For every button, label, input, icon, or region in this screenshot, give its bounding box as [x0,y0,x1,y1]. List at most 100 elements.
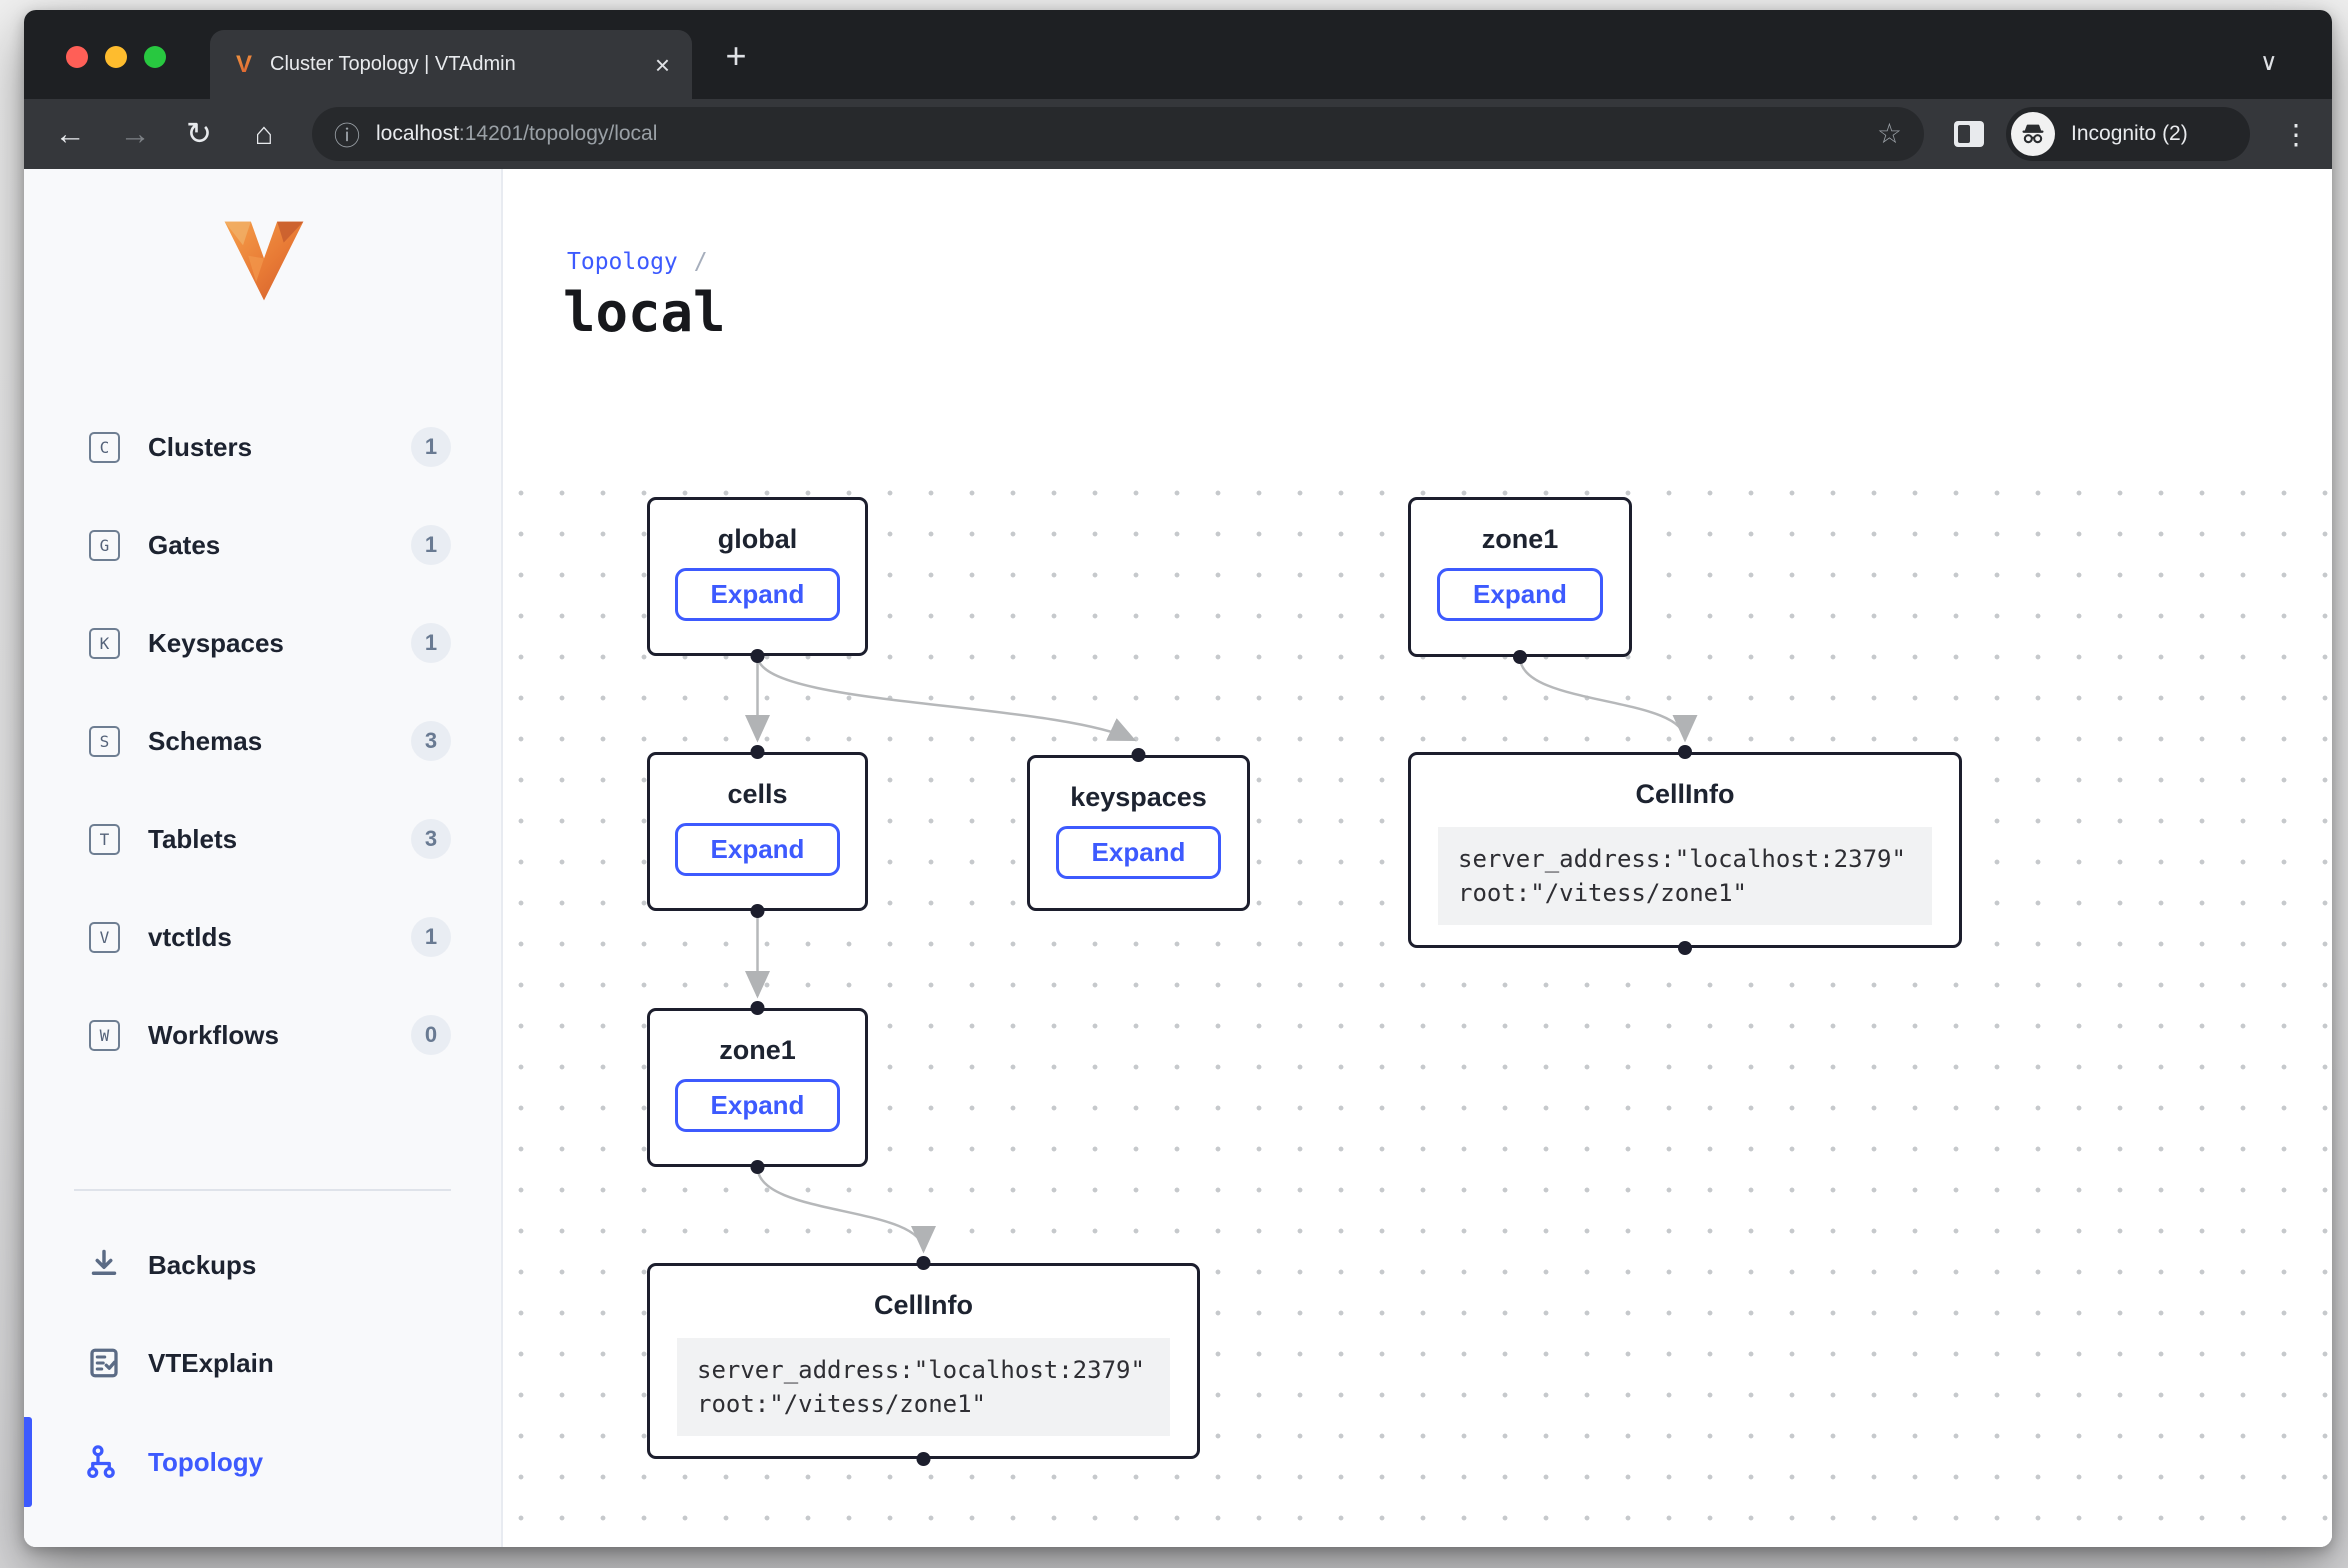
url-path: :14201/topology/local [458,122,658,145]
reload-icon[interactable]: ↻ [186,116,212,151]
browser-toolbar: ← → ↻ ⌂ ⓘ localhost:14201/topology/local… [24,99,2332,169]
sidebar-item-label: Backups [148,1249,257,1280]
graph-node-cellinfo-left: CellInfo server_address:"localhost:2379"… [647,1263,1200,1459]
sidebar-item-label: Tablets [148,823,238,854]
code-line: root:"/vitess/zone1" [1458,879,1747,907]
side-panel-icon[interactable] [1954,121,1984,147]
download-icon [91,1249,117,1275]
vtctlds-icon: V [89,921,120,953]
back-icon[interactable]: ← [54,116,86,151]
sidebar-item-label: Schemas [148,725,263,756]
count-badge: 1 [411,525,451,565]
graph-node-cells: cells Expand [647,752,868,911]
workflows-icon: W [89,1019,120,1051]
node-title: zone1 [1481,524,1559,554]
sidebar-item-vtexplain[interactable]: VTExplain [24,1330,501,1396]
cellinfo-code: server_address:"localhost:2379" root:"/vi… [1438,827,1932,925]
cellinfo-code: server_address:"localhost:2379" root:"/vi… [677,1338,1170,1436]
topology-icon [87,1445,115,1479]
sidebar-item-backups[interactable]: Backups [24,1232,501,1298]
schemas-icon: S [89,725,120,757]
gates-icon: G [89,529,120,561]
graph-node-zone1-left: zone1 Expand [647,1008,868,1167]
main-content: Topology / local global Expand zone1 Exp… [505,169,2332,1547]
node-title: keyspaces [1070,782,1207,812]
url-host: localhost [376,122,459,145]
new-tab-button[interactable]: + [725,35,747,76]
active-item-indicator [24,1417,32,1507]
sidebar-item-label: Gates [148,529,221,560]
sidebar: C Clusters 1 G Gates 1 K Keyspaces 1 S S… [24,169,503,1547]
incognito-chip[interactable]: Incognito (2) [2006,107,2250,161]
browser-tab[interactable]: V Cluster Topology | VTAdmin × [210,30,692,99]
sidebar-item-label: VTExplain [148,1347,274,1378]
incognito-icon [2011,112,2055,156]
tab-title: Cluster Topology | VTAdmin [270,53,516,75]
code-line: server_address:"localhost:2379" [1458,845,1906,873]
expand-button[interactable]: Expand [1055,826,1222,880]
sidebar-item-vtctlds[interactable]: V vtctlds 1 [24,904,501,970]
sidebar-item-label: Topology [148,1446,264,1477]
node-title: global [717,524,798,554]
tab-strip: V Cluster Topology | VTAdmin × + ∨ [24,10,2332,99]
expand-button[interactable]: Expand [674,1079,841,1133]
count-badge: 1 [411,917,451,957]
sidebar-item-keyspaces[interactable]: K Keyspaces 1 [24,610,501,676]
node-title: CellInfo [1635,779,1735,809]
document-check-icon [90,1348,118,1378]
graph-node-global: global Expand [647,497,868,656]
expand-button[interactable]: Expand [674,823,841,877]
code-line: root:"/vitess/zone1" [697,1390,986,1418]
url-text: localhost:14201/topology/local [376,122,657,146]
code-line: server_address:"localhost:2379" [697,1356,1145,1384]
forward-icon[interactable]: → [119,116,151,151]
sidebar-item-tablets[interactable]: T Tablets 3 [24,806,501,872]
url-bar[interactable]: ⓘ localhost:14201/topology/local ☆ [312,107,1924,161]
sidebar-item-label: Keyspaces [148,627,284,658]
sidebar-item-label: Workflows [148,1019,279,1050]
sidebar-item-schemas[interactable]: S Schemas 3 [24,708,501,774]
expand-button[interactable]: Expand [1437,568,1603,622]
count-badge: 1 [411,623,451,663]
breadcrumb: Topology / [567,249,708,275]
page-title: local [563,281,726,344]
node-title: CellInfo [874,1290,973,1320]
graph-node-zone1-right: zone1 Expand [1408,497,1632,657]
incognito-label: Incognito (2) [2071,122,2188,145]
browser-menu-icon[interactable]: ⋮ [2282,118,2310,150]
site-info-icon[interactable]: ⓘ [334,120,361,151]
tab-search-chevron-icon[interactable]: ∨ [2260,49,2278,76]
vitess-logo[interactable] [222,219,306,303]
vtadmin-page: C Clusters 1 G Gates 1 K Keyspaces 1 S S… [24,169,2332,1547]
traffic-light-zoom[interactable] [144,46,166,68]
side-panel-icon-inner [1958,125,1970,143]
traffic-light-minimize[interactable] [105,46,127,68]
sidebar-item-topology[interactable]: Topology [24,1429,501,1495]
sidebar-item-workflows[interactable]: W Workflows 0 [24,1002,501,1068]
count-badge: 3 [411,721,451,761]
browser-window: V Cluster Topology | VTAdmin × + ∨ ← → ↻… [24,10,2332,1547]
count-badge: 3 [411,819,451,859]
tablets-icon: T [89,823,120,855]
breadcrumb-topology-link[interactable]: Topology [567,249,678,275]
count-badge: 1 [411,427,451,467]
keyspaces-icon: K [89,627,120,659]
traffic-light-close[interactable] [66,46,88,68]
graph-node-cellinfo-right: CellInfo server_address:"localhost:2379"… [1408,752,1962,948]
breadcrumb-separator: / [693,249,708,275]
bookmark-star-icon[interactable]: ☆ [1876,118,1902,149]
graph-node-keyspaces: keyspaces Expand [1027,755,1250,911]
node-title: zone1 [719,1035,796,1065]
count-badge: 0 [411,1015,451,1055]
expand-button[interactable]: Expand [674,568,841,622]
sidebar-divider [74,1189,451,1191]
home-icon[interactable]: ⌂ [254,116,274,151]
vitess-favicon-icon: V [236,50,253,78]
sidebar-item-label: vtctlds [148,921,232,952]
sidebar-item-clusters[interactable]: C Clusters 1 [24,414,501,480]
tab-close-icon[interactable]: × [654,49,670,80]
clusters-icon: C [89,431,120,463]
sidebar-item-gates[interactable]: G Gates 1 [24,512,501,578]
sidebar-item-label: Clusters [148,431,253,462]
node-title: cells [727,779,788,809]
